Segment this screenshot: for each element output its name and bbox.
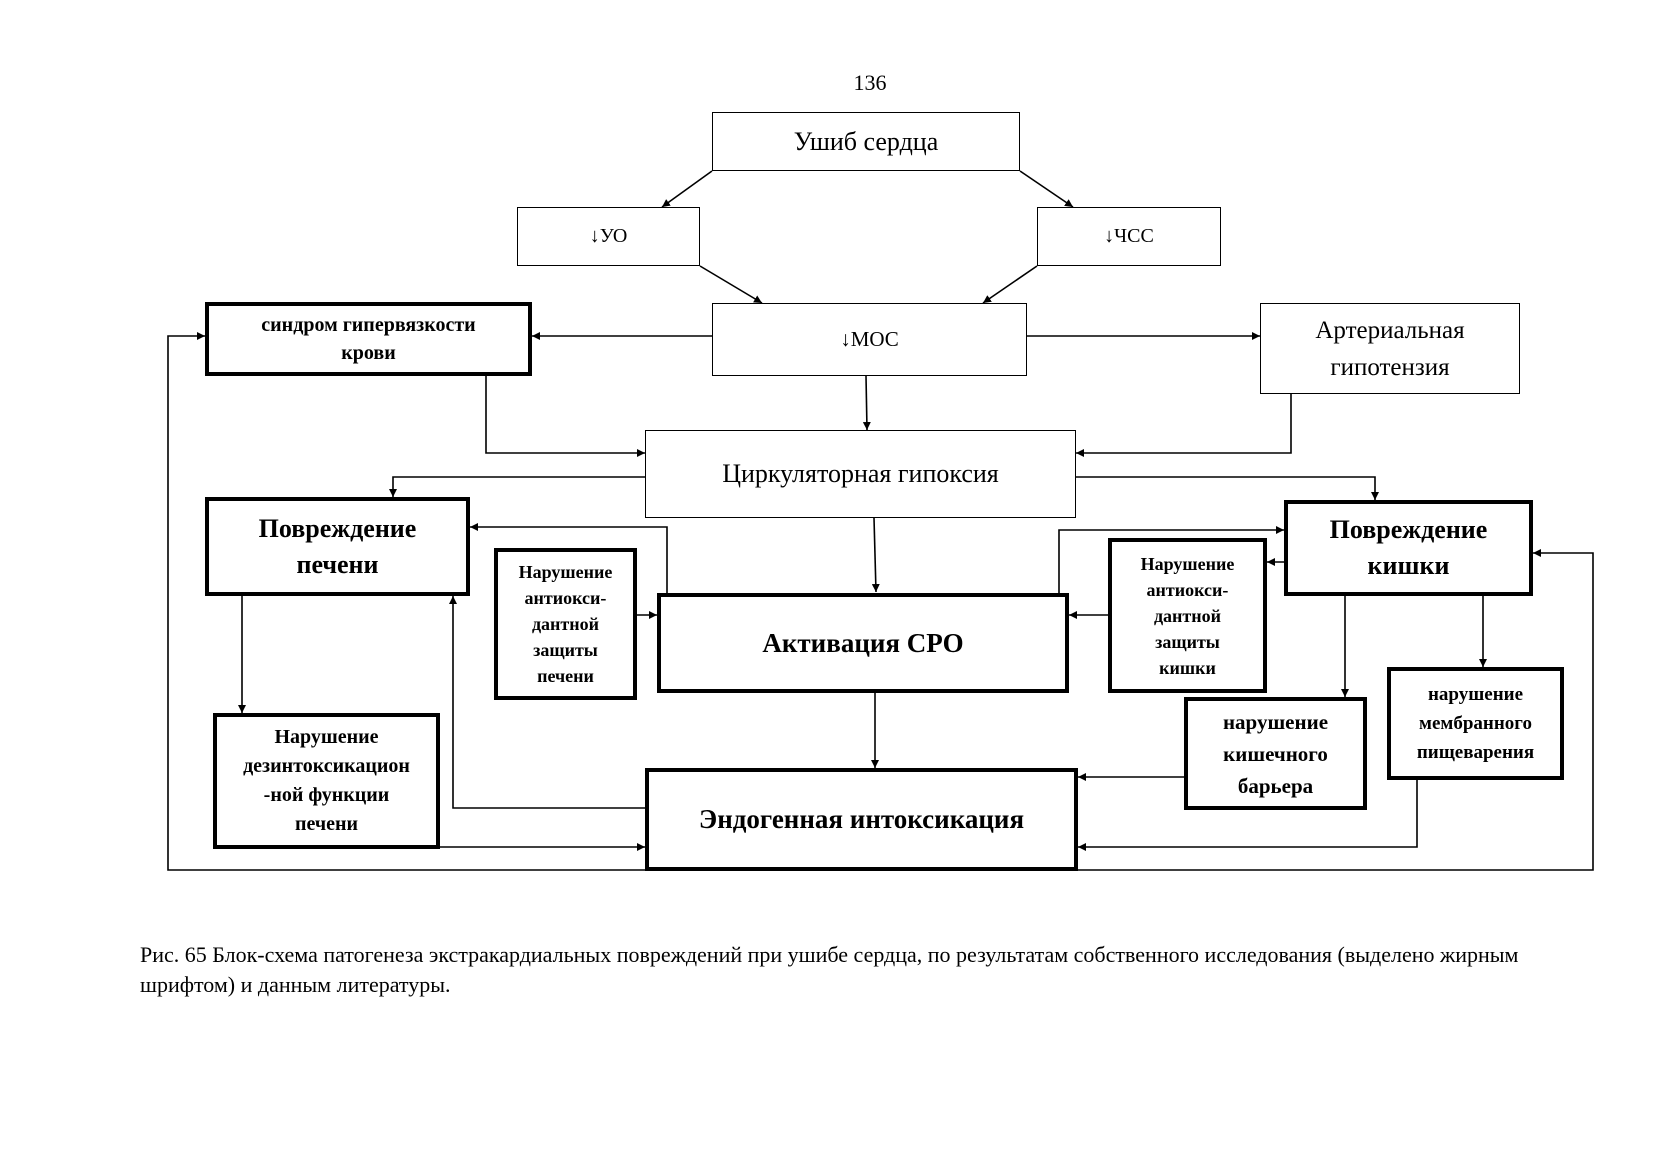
node-liver-antioxidant-label: Нарушение антиокси- дантной защиты печен… — [518, 562, 613, 686]
node-intestine-damage-label: Повреждение кишки — [1329, 515, 1488, 580]
arrow-intoxication-to-liver — [449, 596, 645, 809]
node-intestine-antioxidant-label: Нарушение антиокси- дантной защиты кишки — [1140, 553, 1235, 678]
arrow-hypoxia-to-fro — [871, 517, 880, 593]
node-liver-detox: Нарушение дезинтоксикацион -ной функции … — [213, 713, 440, 849]
arrow-hypoxia-to-liver — [389, 476, 645, 497]
node-intestine-damage: Повреждение кишки — [1284, 500, 1533, 596]
node-liver-damage: Повреждение печени — [205, 497, 470, 596]
node-liver-detox-label: Нарушение дезинтоксикацион -ной функции … — [243, 726, 410, 835]
node-stroke-volume-label: ↓УО — [589, 225, 628, 247]
node-endogenous-intoxication: Эндогенная интоксикация — [645, 768, 1078, 871]
arrow-hyperviscosity-to-hypoxia — [485, 376, 645, 457]
arrow-fro-to-liver — [470, 523, 668, 593]
arrow-membrane-to-intoxication — [1078, 780, 1418, 851]
arrow-intoxication-to-intestine — [1078, 549, 1594, 871]
arrow-hypotension-to-hypoxia — [1076, 394, 1292, 457]
figure-caption: Рис. 65 Блок-схема патогенеза экстракард… — [140, 942, 1519, 997]
node-fro-activation: Активация СРО — [657, 593, 1069, 693]
node-liver-damage-label: Повреждение печени — [258, 513, 417, 579]
node-heart-contusion-label: Ушиб сердца — [793, 126, 939, 156]
node-endogenous-intoxication-label: Эндогенная интоксикация — [698, 804, 1025, 834]
node-circulatory-hypoxia-label: Циркуляторная гипоксия — [722, 459, 999, 488]
node-heart-contusion: Ушиб сердца — [712, 112, 1020, 171]
arrow-intoxication-to-hyperviscosity — [167, 332, 645, 871]
arrow-chss-to-mos — [982, 265, 1038, 304]
arrow-fro-to-intestine — [1058, 526, 1284, 593]
node-arterial-hypotension-label: Артериальная гипотензия — [1315, 316, 1465, 381]
node-fro-activation-label: Активация СРО — [762, 627, 964, 658]
arrow-uo-to-mos — [699, 265, 763, 304]
node-intestinal-barrier-label: нарушение кишечного барьера — [1222, 709, 1329, 798]
page-number: 136 — [853, 70, 887, 95]
node-intestinal-barrier: нарушение кишечного барьера — [1184, 697, 1367, 810]
node-intestine-antioxidant: Нарушение антиокси- дантной защиты кишки — [1108, 538, 1267, 693]
node-liver-antioxidant: Нарушение антиокси- дантной защиты печен… — [494, 548, 637, 700]
node-hyperviscosity: синдром гипервязкости крови — [205, 302, 532, 376]
node-hyperviscosity-label: синдром гипервязкости крови — [261, 314, 476, 364]
arrow-hypoxia-to-intestine — [1076, 476, 1379, 500]
node-membrane-digestion-label: нарушение мембранного пищеварения — [1416, 684, 1535, 763]
node-minute-volume: ↓МОС — [712, 303, 1027, 376]
node-membrane-digestion: нарушение мембранного пищеварения — [1387, 667, 1564, 780]
node-stroke-volume: ↓УО — [517, 207, 700, 266]
node-heart-rate: ↓ЧСС — [1037, 207, 1221, 266]
node-minute-volume-label: ↓МОС — [840, 327, 899, 351]
arrow-contusion-to-chss — [1019, 170, 1074, 208]
arrow-contusion-to-uo — [661, 170, 713, 208]
node-circulatory-hypoxia: Циркуляторная гипоксия — [645, 430, 1076, 518]
node-heart-rate-label: ↓ЧСС — [1104, 225, 1154, 247]
node-arterial-hypotension: Артериальная гипотензия — [1260, 303, 1520, 394]
arrow-mos-to-hypoxia — [862, 375, 871, 431]
